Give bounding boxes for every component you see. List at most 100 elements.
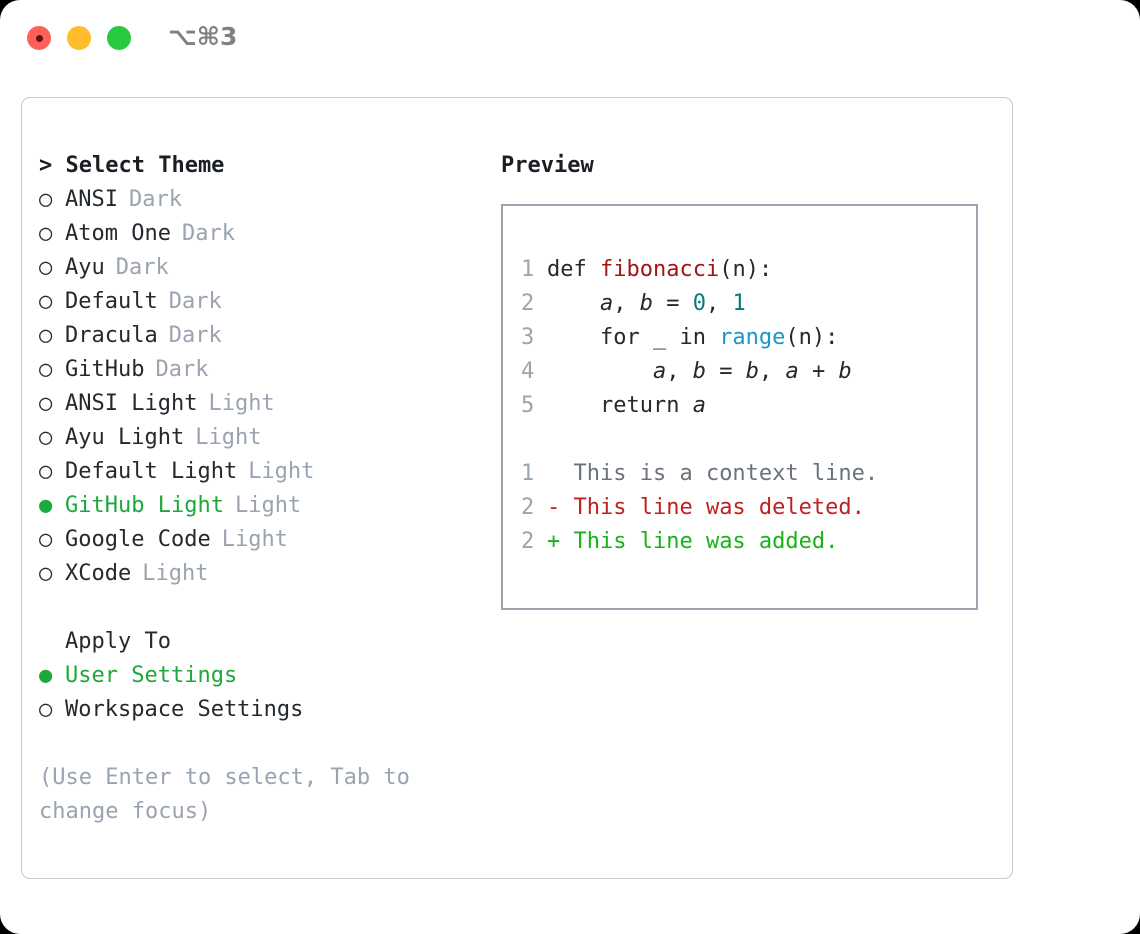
code-token-plain: return [547,393,693,418]
code-token-plain: , [613,291,640,316]
code-token-fn: fibonacci [599,257,720,282]
theme-option-default-light[interactable]: ○ Default Light Light [39,455,489,489]
code-token-plain: (n): [785,325,839,350]
code-line-text: a, b = b, a + b [547,355,852,389]
close-window-button[interactable] [27,26,51,50]
radio-unselected-icon: ○ [39,391,53,416]
radio-unselected-icon: ○ [39,527,53,552]
radio-unselected-icon: ○ [39,459,53,484]
diff-line-number: 2 [521,529,535,554]
apply-to-option-user-settings[interactable]: ●User Settings [39,659,489,693]
theme-option-github-light[interactable]: ● GitHub Light Light [39,489,489,523]
code-token-plain: for _ in [547,325,720,350]
radio-selected-icon: ● [39,493,53,518]
apply-to-heading: Apply To [65,629,171,654]
theme-option-label: GitHub [65,357,145,382]
apply-to-option-label: User Settings [65,663,238,688]
code-line-text: def fibonacci(n): [547,253,772,287]
radio-unselected-icon: ○ [39,323,53,348]
theme-option-label: Atom One [65,221,171,246]
theme-option-tag: Dark [128,187,182,212]
code-token-plain [547,291,600,316]
minimize-window-button[interactable] [67,26,91,50]
code-token-num: 0 [692,291,706,316]
theme-option-label: ANSI Light [65,391,198,416]
code-line-number: 1 [521,257,535,282]
code-line-number: 2 [521,291,535,316]
code-line-text: for _ in range(n): [547,321,838,355]
maximize-window-button[interactable] [107,26,131,50]
code-line-number: 3 [521,325,535,350]
radio-unselected-icon: ○ [39,561,53,586]
apply-to-option-label: Workspace Settings [65,697,304,722]
diff-line-text: This is a context line. [560,461,879,486]
code-line: 2 a, b = 0, 1 [521,287,972,321]
code-line-number: 4 [521,359,535,384]
theme-option-tag: Light [248,459,315,484]
theme-option-label: Google Code [65,527,211,552]
code-line-text: return a [547,389,706,423]
radio-unselected-icon: ○ [39,289,53,314]
theme-option-tag: Dark [168,289,222,314]
theme-option-label: GitHub Light [65,493,224,518]
theme-option-tag: Dark [168,323,222,348]
radio-unselected-icon: ○ [39,221,53,246]
code-token-plain: + [798,359,839,384]
keyboard-shortcut-label: ⌥⌘3 [168,22,238,51]
theme-option-tag: Dark [115,255,169,280]
theme-option-label: Ayu Light [65,425,185,450]
code-token-var: b [692,359,706,384]
code-token-plain: , [758,359,786,384]
diff-line-deleted: 2- This line was deleted. [521,491,972,525]
theme-option-tag: Light [195,425,262,450]
diff-line-number: 2 [521,495,535,520]
theme-option-tag: Light [234,493,302,518]
code-token-plain: = [705,359,746,384]
code-line-number: 5 [521,393,535,418]
section-spacer [39,591,489,625]
theme-option-label: ANSI [65,187,118,212]
code-token-var: b [639,291,653,316]
theme-option-tag: Dark [181,221,235,246]
code-token-plain: (n): [719,257,773,282]
code-token-plain: , [705,291,733,316]
code-token-var: a [599,291,614,316]
code-token-var: a [652,359,667,384]
theme-option-default[interactable]: ○ Default Dark [39,285,489,319]
theme-option-label: Ayu [65,255,105,280]
code-token-var: b [745,359,759,384]
diff-line-text: This line was deleted. [560,495,865,520]
select-theme-heading: > Select Theme [39,153,225,178]
apply-to-option-workspace-settings[interactable]: ○Workspace Settings [39,693,489,727]
diff-line-text: This line was added. [560,529,839,554]
code-token-num: 1 [732,291,746,316]
diff-marker: - [547,495,561,520]
radio-unselected-icon: ○ [39,357,53,382]
theme-option-label: XCode [65,561,132,586]
theme-option-label: Default Light [65,459,238,484]
theme-option-label: Default [65,289,158,314]
preview-heading: Preview [501,153,594,178]
code-line-text: a, b = 0, 1 [547,287,746,321]
code-token-plain: , [666,359,693,384]
code-line: 5 return a [521,389,972,423]
code-line: 1 def fibonacci(n): [521,253,972,287]
code-line: 4 a, b = b, a + b [521,355,972,389]
code-diff-spacer [521,423,972,457]
diff-lines: 1 This is a context line.2- This line wa… [521,457,972,559]
theme-option-atom-one[interactable]: ○ Atom One Dark [39,217,489,251]
